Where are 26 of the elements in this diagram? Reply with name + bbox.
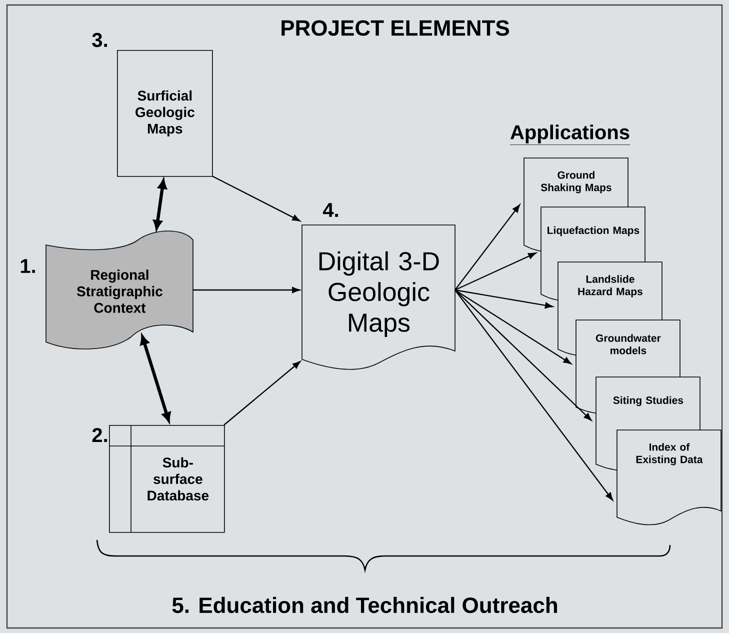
arrow [454,204,520,290]
step-number: 3. [92,32,107,48]
section-heading: Applications [510,124,630,145]
application-card: Siting Studies [596,376,700,430]
application-card: Groundwater models [576,320,680,378]
arrow [454,289,553,308]
title: PROJECT ELEMENTS [282,20,510,36]
application-card: Landslide Hazard Maps [558,262,662,320]
map-box: Surficial Geologic Maps [117,50,213,177]
step-number: 2. [92,428,107,442]
step-number: 4. [322,203,338,217]
arrow [153,179,167,230]
arrow [212,175,300,222]
application-card: Index of Existing Data [616,430,722,526]
database-table: Sub- surface Database [108,424,225,533]
arrow [454,290,614,500]
application-card: Liquefaction Maps [540,206,646,262]
step-number: 1. [20,259,35,273]
arrow [224,361,301,426]
arrow [454,252,536,291]
application-card: Ground Shaking Maps [524,158,628,208]
arrow [454,289,572,364]
arrow [140,335,171,422]
arrow [454,290,592,421]
caption-text: 5. Education and Technical Outreach [172,596,557,614]
arrow [193,286,300,294]
